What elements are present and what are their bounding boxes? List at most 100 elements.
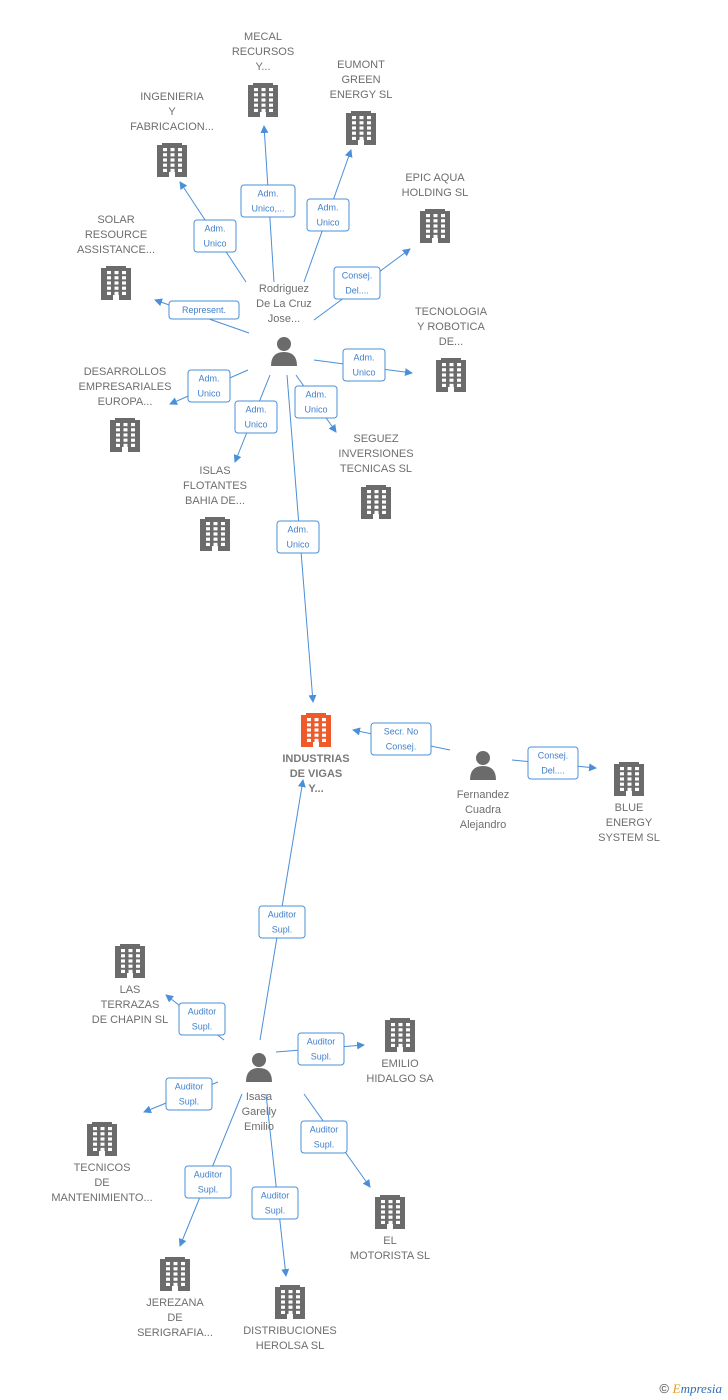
node-label: TECNICAS SL (340, 463, 412, 475)
edge-rodriguez-to-solar: Represent. (154, 298, 250, 334)
edge-label-text: Del.... (541, 766, 565, 776)
edge-label-text: Unico (352, 368, 375, 378)
edge-label-box[interactable] (370, 722, 432, 756)
edge-label-box[interactable] (276, 520, 320, 554)
node-label: TERRAZAS (101, 999, 160, 1011)
node-label: DE (94, 1177, 109, 1189)
building-icon (385, 1018, 415, 1052)
edge-rodriguez-to-ingenieria: Adm.Unico (179, 181, 247, 283)
edge-label-text: Supl. (311, 1052, 332, 1062)
edge-label-text: Supl. (192, 1022, 213, 1032)
node-label: TECNICOS (74, 1162, 131, 1174)
edge-rodriguez-to-desarrollos: Adm.Unico (169, 369, 249, 405)
company-node-desarrollos[interactable]: DESARROLLOSEMPRESARIALESEUROPA... (79, 366, 172, 452)
node-label: Rodriguez (259, 283, 309, 295)
edge-label-box[interactable] (187, 369, 231, 403)
company-node-jerezana[interactable]: JEREZANADESERIGRAFIA... (137, 1257, 213, 1339)
company-node-mecal[interactable]: MECALRECURSOSY... (232, 31, 294, 117)
building-icon (301, 713, 331, 747)
edge-label-text: Supl. (272, 925, 293, 935)
edge-label-text: Secr. No (384, 727, 419, 737)
edge-label-text: Consej. (342, 271, 373, 281)
edge-rodriguez-to-tecnologia: Adm. Unico (313, 348, 413, 382)
edge-label-box[interactable] (251, 1186, 299, 1220)
person-icon (470, 751, 496, 780)
edge-label-box[interactable] (240, 184, 296, 218)
edge-label-box[interactable] (333, 266, 381, 300)
building-icon (248, 83, 278, 117)
company-node-solar[interactable]: SOLARRESOURCEASSISTANCE... (77, 214, 155, 300)
edge-rodriguez-to-seguez: Adm. Unico (294, 374, 338, 433)
edge-label-box[interactable] (306, 198, 350, 232)
node-label: EMILIO (381, 1058, 419, 1070)
node-label: Emilio (244, 1121, 274, 1133)
edge-label-text: Adm. (353, 353, 374, 363)
building-icon (275, 1285, 305, 1319)
edge-label-text: Del.... (345, 286, 369, 296)
edge-label-box[interactable] (193, 219, 237, 253)
company-node-ingenieria[interactable]: INGENIERIAYFABRICACION... (130, 91, 214, 177)
edge-label-box[interactable] (294, 385, 338, 419)
edge-label-box[interactable] (342, 348, 386, 382)
edge-label-text: Unico (286, 540, 309, 550)
edge-label-box[interactable] (527, 746, 579, 780)
edge-label-text: Adm. (305, 390, 326, 400)
node-label: HEROLSA SL (256, 1340, 324, 1352)
edge-label-text: Represent. (182, 305, 226, 315)
copyright-symbol: © (659, 1381, 670, 1396)
node-label: Cuadra (465, 804, 502, 816)
node-label: DE (167, 1312, 182, 1324)
node-label: BAHIA DE... (185, 495, 245, 507)
node-label: LAS (120, 984, 141, 996)
edge-label-box[interactable] (234, 400, 278, 434)
edge-label-box[interactable] (184, 1165, 232, 1199)
edge-label-box[interactable] (178, 1002, 226, 1036)
edge-label-text: Auditor (194, 1170, 223, 1180)
node-label: HOLDING SL (402, 187, 469, 199)
edge-label-text: Supl. (314, 1140, 335, 1150)
node-label: MOTORISTA SL (350, 1250, 430, 1262)
edge-label-text: Supl. (198, 1185, 219, 1195)
building-icon (87, 1122, 117, 1156)
company-node-tecnicos[interactable]: TECNICOSDEMANTENIMIENTO... (51, 1122, 153, 1204)
node-label: EUMONT (337, 59, 385, 71)
node-label: EMPRESARIALES (79, 381, 172, 393)
edge-label-box[interactable] (297, 1032, 345, 1066)
edge-label-text: Unico (304, 405, 327, 415)
node-label: Y... (308, 783, 323, 795)
building-icon (101, 266, 131, 300)
node-label: Y (168, 106, 176, 118)
node-label: Garelly (242, 1106, 277, 1118)
building-icon (361, 485, 391, 519)
node-label: RECURSOS (232, 46, 294, 58)
building-icon (420, 209, 450, 243)
edge-label-text: Unico (203, 239, 226, 249)
edge-fernandez-to-blue: Consej.Del.... (511, 746, 597, 780)
edge-label-box[interactable] (165, 1077, 213, 1111)
edge-label-text: Unico (197, 389, 220, 399)
edge-label-text: Auditor (175, 1082, 204, 1092)
edge-label-box[interactable] (258, 905, 306, 939)
edge-label-box[interactable] (168, 300, 240, 320)
edge-label-box[interactable] (300, 1120, 348, 1154)
brand-logo[interactable]: Empresia (672, 1381, 722, 1396)
edge-label-text: Adm. (317, 203, 338, 213)
